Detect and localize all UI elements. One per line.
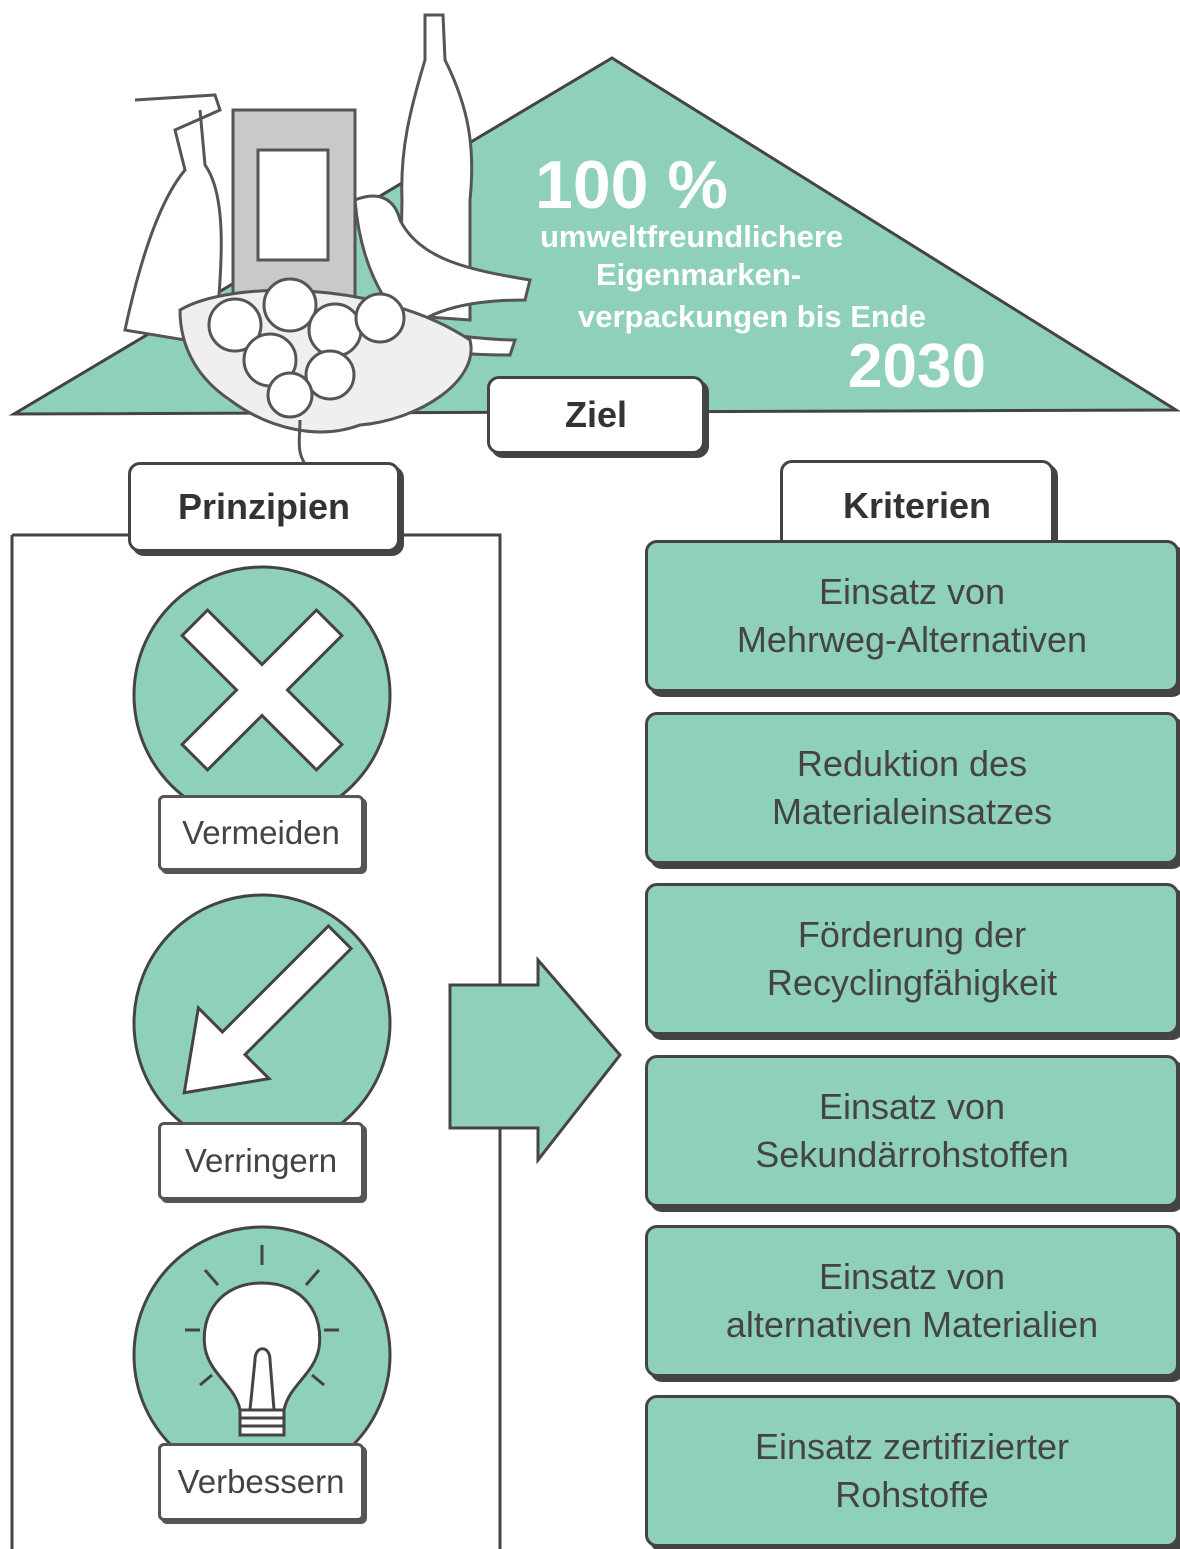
principle-label-vermeiden: Vermeiden <box>158 795 364 871</box>
goal-text-line2: Eigenmarken- <box>596 257 802 292</box>
criterion-line1: Förderung der <box>797 914 1027 955</box>
criteria-header: Kriterien <box>780 460 1054 552</box>
criterion-line1: Einsatz zertifizierter <box>754 1426 1070 1467</box>
criterion-box: Reduktion des Materialeinsatzes <box>645 712 1179 864</box>
goal-text-line1: umweltfreundlichere <box>540 219 844 254</box>
goal-label: Ziel <box>487 376 705 454</box>
flow-arrow <box>448 955 622 1165</box>
criterion-box: Einsatz von Sekundärrohstoffen <box>645 1055 1179 1207</box>
criterion-line1: Einsatz von <box>818 1086 1006 1127</box>
criterion-box: Einsatz von Mehrweg-Alternativen <box>645 540 1179 692</box>
criterion-line2: Materialeinsatzes <box>771 791 1053 832</box>
principles-header: Prinzipien <box>128 462 400 552</box>
principle-label-verbessern: Verbessern <box>158 1443 364 1521</box>
criterion-line1: Einsatz von <box>818 571 1006 612</box>
principle-label-verringern: Verringern <box>158 1122 364 1200</box>
criterion-line2: Mehrweg-Alternativen <box>736 619 1088 660</box>
criterion-line2: Rohstoffe <box>835 1474 989 1515</box>
criterion-line2: alternativen Materialien <box>725 1304 1099 1345</box>
criterion-box: Förderung der Recyclingfähigkeit <box>645 883 1179 1035</box>
goal-text-line3: verpackungen bis Ende <box>578 299 926 334</box>
criterion-line2: Recyclingfähigkeit <box>766 962 1058 1003</box>
goal-year: 2030 <box>848 332 986 401</box>
criterion-box: Einsatz von alternativen Materialien <box>645 1225 1179 1377</box>
criterion-line1: Einsatz von <box>818 1256 1006 1297</box>
criterion-line2: Sekundärrohstoffen <box>755 1134 1069 1175</box>
arrow-down-right-icon <box>182 923 354 1095</box>
criterion-line1: Reduktion des <box>796 743 1028 784</box>
criterion-box: Einsatz zertifizierter Rohstoffe <box>645 1395 1179 1547</box>
x-mark-icon <box>179 607 345 773</box>
goal-percent: 100 % <box>535 147 728 223</box>
light-bulb-icon <box>185 1245 339 1437</box>
products-illustration <box>123 13 532 472</box>
spray-bottle-icon <box>123 93 223 347</box>
